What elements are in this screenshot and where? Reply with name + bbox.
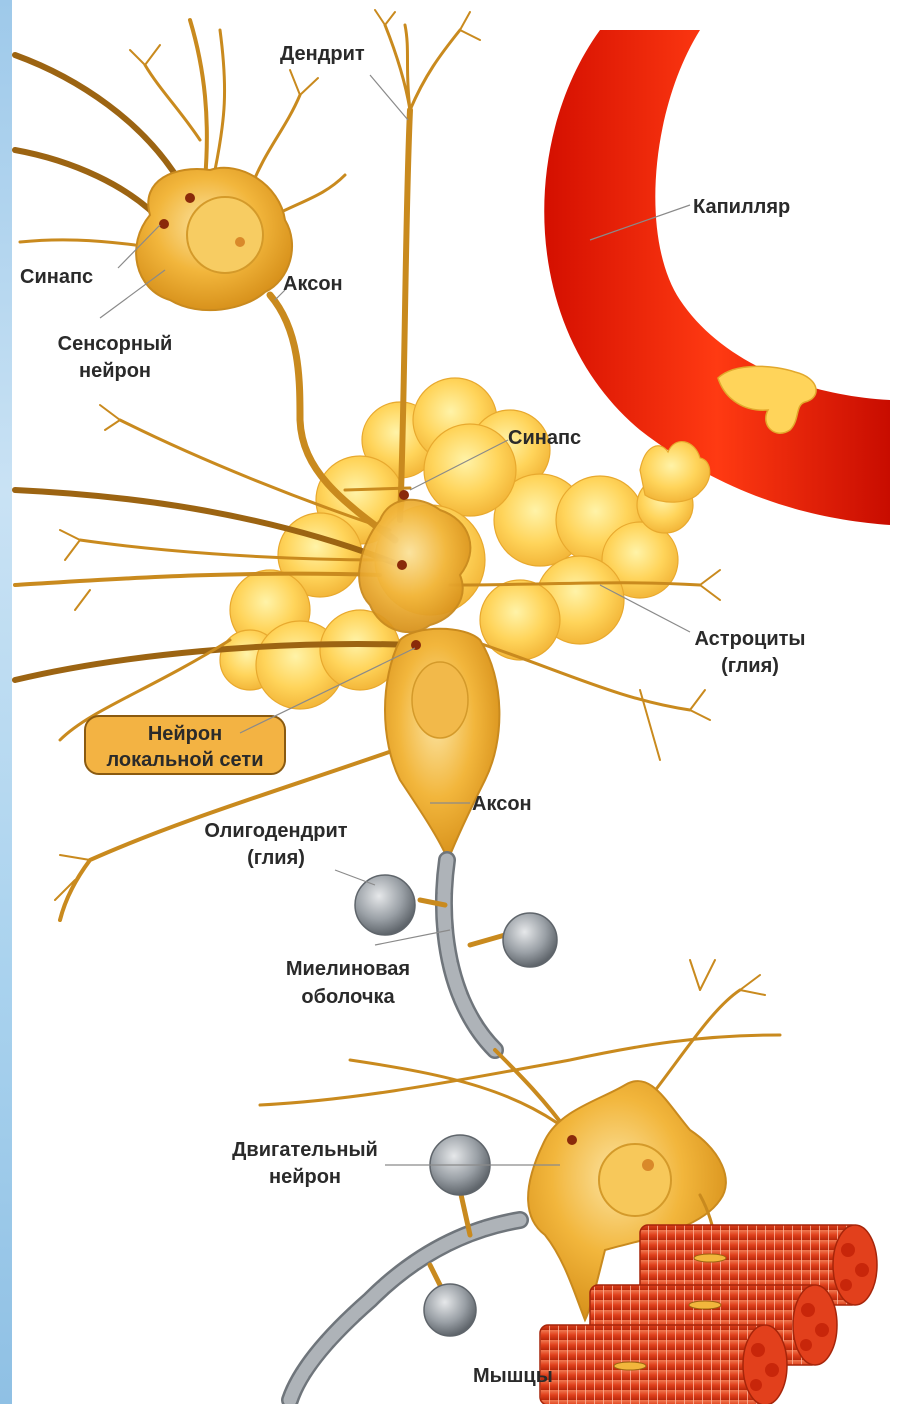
label-local-neuron-1: Нейрон [148,723,222,745]
label-muscles: Мышцы [473,1365,553,1387]
label-sensory-neuron-2: нейрон [79,360,151,382]
label-synapse-mid: Синапс [508,427,581,449]
label-capillary: Капилляр [693,196,790,218]
label-axon-top: Аксон [283,273,343,295]
label-motor-neuron-2: нейрон [269,1166,341,1188]
label-motor-neuron-1: Двигательный [232,1139,378,1161]
label-sensory-neuron-1: Сенсорный [58,333,173,355]
label-oligodendrite-2: (глия) [247,847,305,869]
label-oligodendrite-1: Олигодендрит [204,820,347,842]
label-dendrite: Дендрит [280,43,365,65]
label-astrocytes-1: Астроциты [695,628,806,650]
label-axon-mid: Аксон [472,793,532,815]
capillary [544,30,890,525]
label-myelin-1: Миелиновая [286,958,410,980]
label-synapse-top: Синапс [20,266,93,288]
label-astrocytes-2: (глия) [721,655,779,677]
label-local-neuron-2: локальной сети [106,749,263,771]
label-myelin-2: оболочка [301,986,395,1008]
